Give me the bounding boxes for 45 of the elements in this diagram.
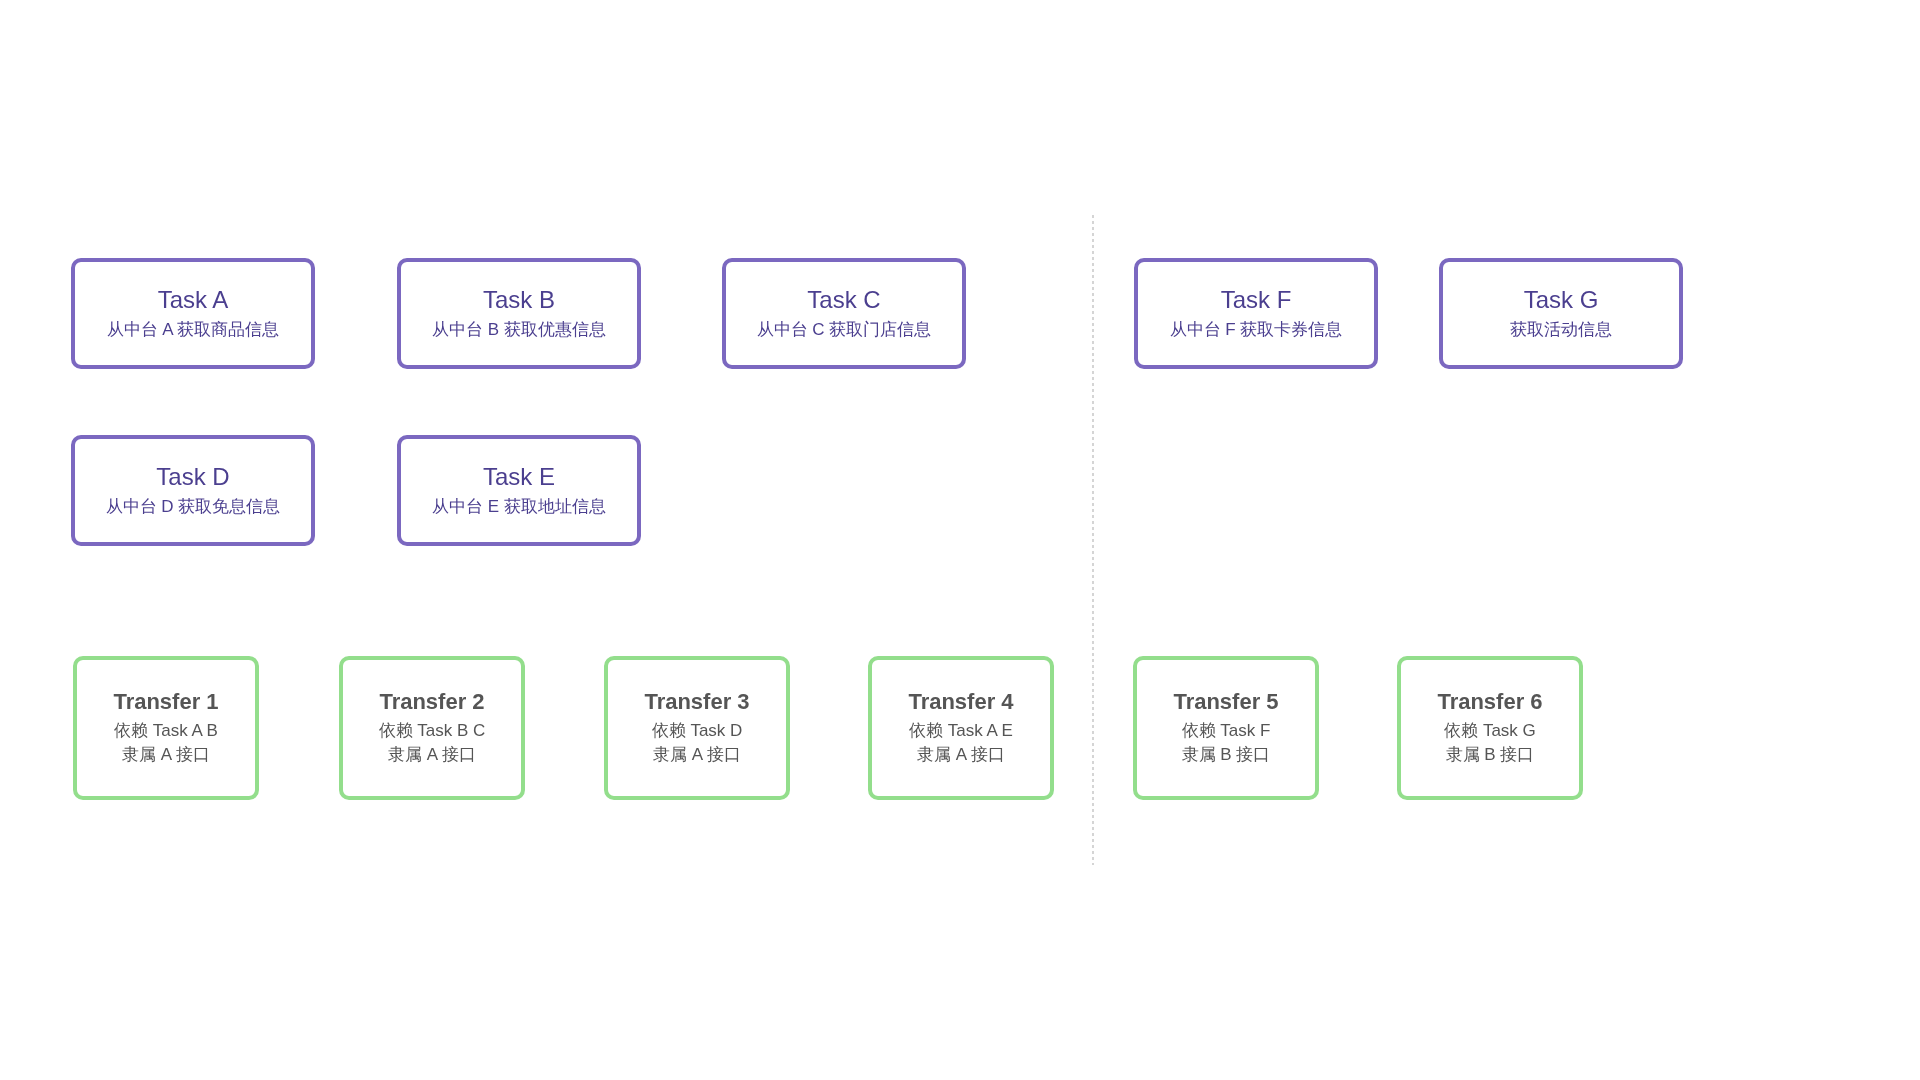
node-description: 隶属 A 接口 <box>917 744 1005 766</box>
node-description: 依赖 Task A E <box>909 720 1013 742</box>
node-description: 从中台 C 获取门店信息 <box>756 318 932 341</box>
node-description: 依赖 Task D <box>651 720 743 742</box>
node-title: Transfer 2 <box>379 689 485 715</box>
task-box <box>722 258 966 369</box>
node-description: 依赖 Task G <box>1444 720 1536 742</box>
node-description: 隶属 B 接口 <box>1181 744 1271 766</box>
node-title: Task D <box>156 462 230 491</box>
node-title: Task A <box>157 285 229 314</box>
transfer-box <box>604 656 790 800</box>
task-box <box>397 258 641 369</box>
node-title: Transfer 4 <box>908 689 1014 715</box>
task-box <box>71 258 315 369</box>
transfer-box <box>1397 656 1583 800</box>
node-title: Task G <box>1523 285 1599 314</box>
node-description: 从中台 A 获取商品信息 <box>106 318 280 341</box>
node-description: 依赖 Task B C <box>378 720 486 742</box>
node-title: Transfer 5 <box>1173 689 1279 715</box>
node-description: 依赖 Task A B <box>114 720 218 742</box>
task-box <box>1439 258 1683 369</box>
task-box <box>71 435 315 546</box>
node-description: 隶属 A 接口 <box>388 744 476 766</box>
node-description: 隶属 B 接口 <box>1445 744 1535 766</box>
node-title: Task F <box>1220 285 1292 314</box>
task-box <box>1134 258 1378 369</box>
node-title: Task C <box>807 285 881 314</box>
transfer-box <box>339 656 525 800</box>
node-title: Task E <box>483 462 555 491</box>
node-description: 从中台 F 获取卡券信息 <box>1169 318 1343 341</box>
node-description: 从中台 E 获取地址信息 <box>432 495 606 518</box>
transfer-box <box>1133 656 1319 800</box>
node-description: 获取活动信息 <box>1510 318 1612 341</box>
node-description: 依赖 Task F <box>1181 720 1271 742</box>
transfer-box <box>73 656 259 800</box>
node-description: 从中台 B 获取优惠信息 <box>432 318 606 341</box>
node-title: Transfer 1 <box>113 689 219 715</box>
node-title: Transfer 3 <box>644 689 750 715</box>
node-title: Transfer 6 <box>1437 689 1543 715</box>
node-description: 从中台 D 获取免息信息 <box>105 495 281 518</box>
node-description: 隶属 A 接口 <box>122 744 210 766</box>
task-box <box>397 435 641 546</box>
node-description: 隶属 A 接口 <box>653 744 741 766</box>
node-title: Task B <box>483 285 555 314</box>
transfer-box <box>868 656 1054 800</box>
